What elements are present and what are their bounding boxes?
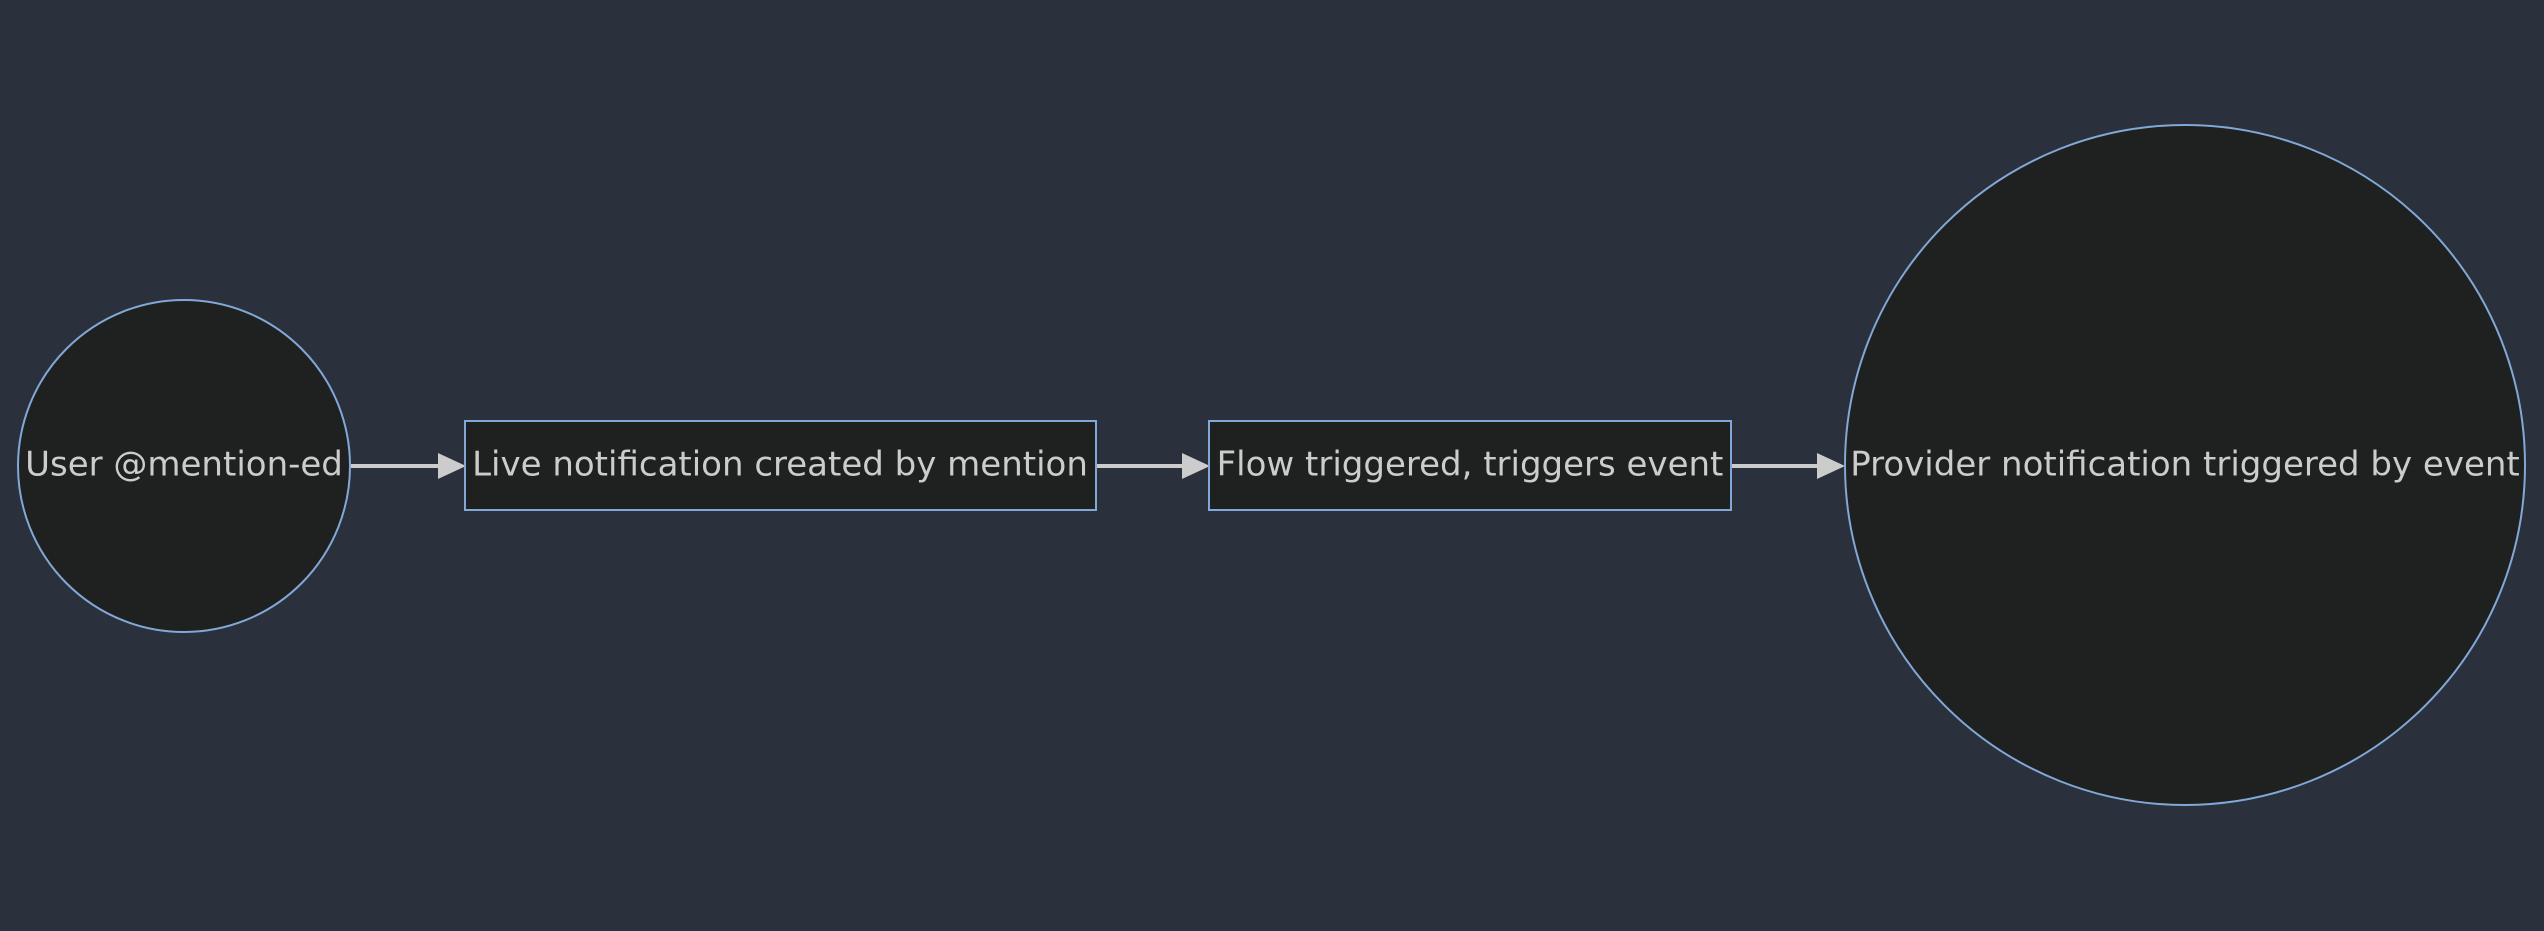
- node-user: User @mention-ed: [17, 299, 351, 633]
- edge-live-to-flow: [1096, 453, 1210, 479]
- node-provider-notification-label: Provider notification triggered by event: [1850, 445, 2520, 485]
- arrowhead-icon: [438, 453, 466, 479]
- node-live-notification-box: [464, 420, 1097, 511]
- edge-flow-to-provider: [1731, 453, 1845, 479]
- node-provider-notification-circle: [1844, 124, 2526, 806]
- node-provider-notification: Provider notification triggered by event: [1844, 124, 2526, 806]
- node-live-notification: Live notification created by mention: [464, 420, 1097, 511]
- node-flow-triggered: Flow triggered, triggers event: [1208, 420, 1732, 511]
- arrowhead-icon: [1182, 453, 1210, 479]
- node-flow-triggered-label: Flow triggered, triggers event: [1217, 445, 1724, 485]
- node-flow-triggered-box: [1208, 420, 1732, 511]
- node-live-notification-label: Live notification created by mention: [472, 445, 1088, 485]
- arrowhead-icon: [1817, 453, 1845, 479]
- node-user-circle: [17, 299, 351, 633]
- node-user-label: User @mention-ed: [25, 445, 343, 485]
- edges: [351, 453, 1845, 479]
- edge-user-to-live: [351, 453, 466, 479]
